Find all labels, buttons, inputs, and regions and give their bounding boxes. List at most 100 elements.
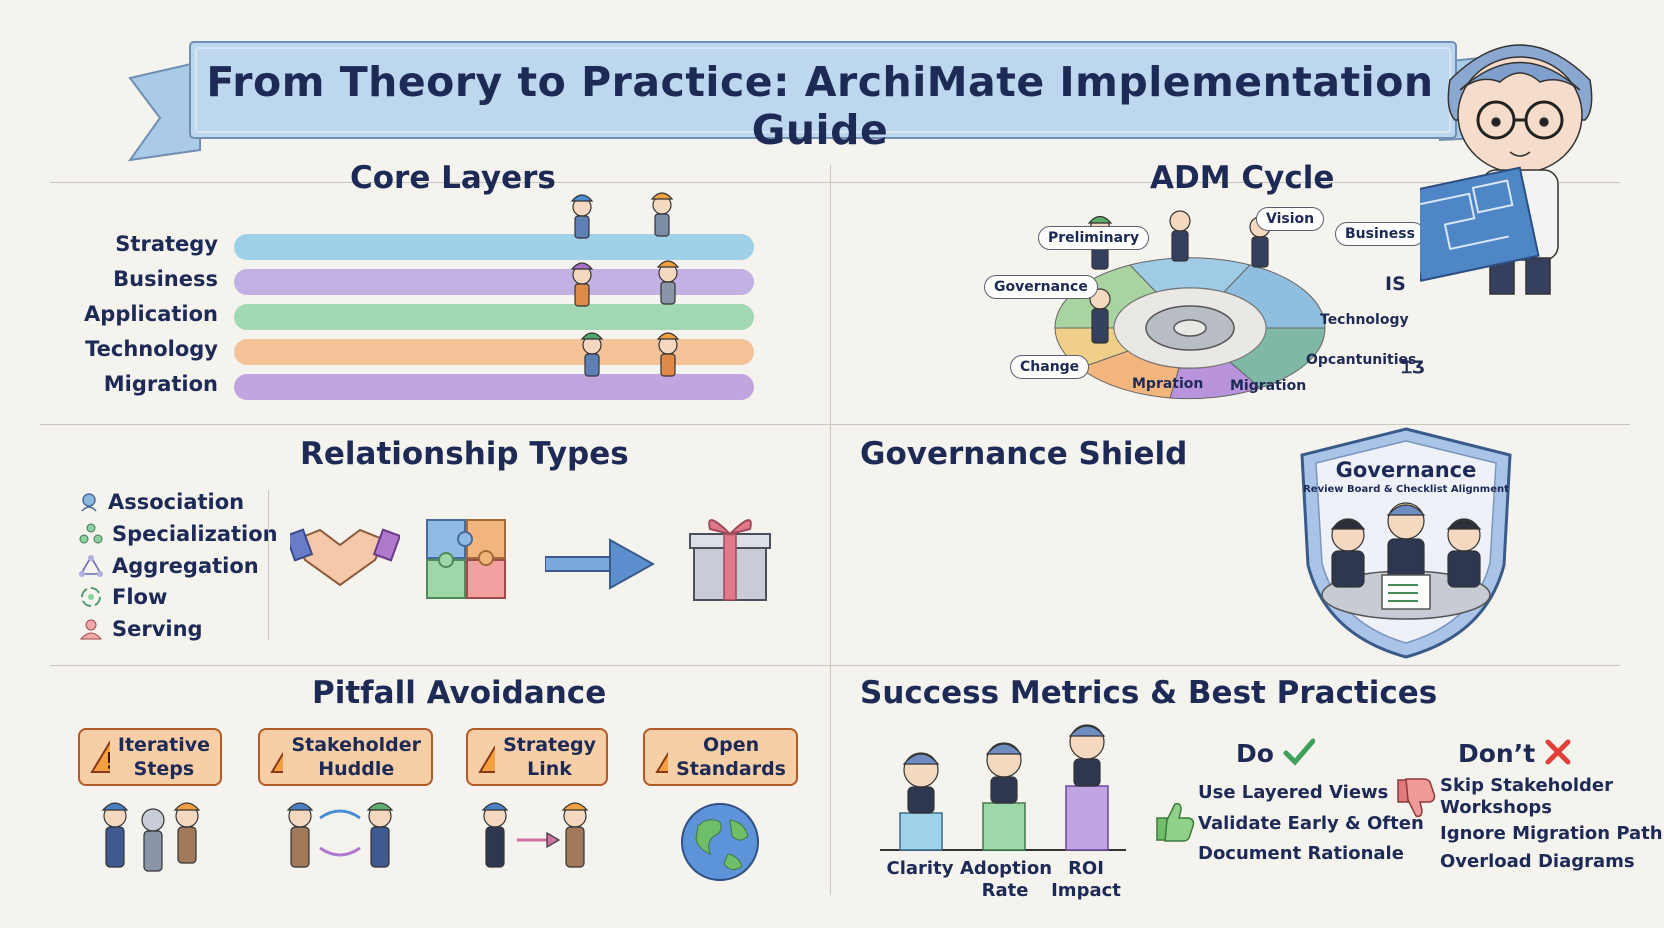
pitfall-line2: Huddle bbox=[318, 758, 395, 780]
handshake-icon bbox=[290, 528, 400, 587]
warning-icon bbox=[478, 744, 496, 773]
layer-band-application bbox=[234, 304, 754, 330]
adm-bubble-change: Change bbox=[1010, 355, 1090, 379]
association-icon bbox=[81, 493, 97, 512]
puzzle-icon bbox=[426, 519, 506, 599]
adm-bubble-business: Business bbox=[1335, 222, 1425, 246]
flow-icon bbox=[81, 587, 101, 607]
layer-workers-illustration bbox=[570, 192, 680, 377]
gift-icon bbox=[689, 519, 771, 601]
metric-line1: Clarity bbox=[886, 858, 954, 879]
shield-title: Governance bbox=[1335, 458, 1477, 482]
do-item: Document Rationale bbox=[1198, 843, 1404, 864]
relationship-label: Aggregation bbox=[112, 554, 259, 578]
metric-bar-clarity bbox=[899, 812, 943, 851]
layer-band-strategy bbox=[234, 234, 754, 260]
adm-stray-b: ꞮƷ bbox=[1402, 358, 1425, 378]
core-layers-heading: Core Layers bbox=[350, 160, 556, 196]
pitfall-illustrations bbox=[101, 802, 759, 881]
relationship-label: Flow bbox=[112, 585, 168, 609]
metric-line2: Impact bbox=[1051, 880, 1121, 901]
pitfall-line1: Strategy bbox=[503, 734, 596, 756]
thumbs-up-icon bbox=[1156, 802, 1195, 842]
checkmark-icon bbox=[1283, 738, 1316, 766]
mascot-architect-illustration bbox=[1420, 44, 1593, 295]
relationship-label: Specialization bbox=[112, 522, 278, 546]
warning-icon bbox=[655, 751, 669, 773]
relationship-types-heading: Relationship Types bbox=[300, 436, 629, 472]
warning-icon bbox=[270, 750, 284, 773]
globe-icon bbox=[681, 803, 759, 881]
metric-bar-adoption bbox=[982, 802, 1026, 851]
serving-icon bbox=[79, 619, 103, 640]
divider-vertical bbox=[830, 165, 831, 895]
adm-bubble-governance: Governance bbox=[984, 275, 1098, 299]
adm-stray-is: IS bbox=[1385, 273, 1406, 295]
metric-line1: Adoption bbox=[960, 858, 1053, 879]
pitfall-line1: Open bbox=[703, 734, 760, 756]
arrow-right-icon bbox=[545, 538, 655, 590]
layer-label-migration: Migration bbox=[103, 372, 218, 396]
metric-bar-roi bbox=[1065, 785, 1109, 851]
aggregation-icon bbox=[79, 555, 103, 577]
adm-cycle-wheel bbox=[1054, 257, 1326, 400]
pitfall-avoidance-heading: Pitfall Avoidance bbox=[312, 675, 607, 711]
relationship-divider bbox=[268, 490, 269, 640]
adm-cycle-heading: ADM Cycle bbox=[1150, 160, 1335, 196]
dont-item: Overload Diagrams bbox=[1440, 851, 1635, 872]
metric-label-clarity: Clarity bbox=[880, 858, 960, 880]
divider-horizontal-low bbox=[50, 665, 1620, 666]
do-item: Use Layered Views bbox=[1198, 782, 1389, 803]
pitfall-line2: Link bbox=[527, 758, 572, 780]
shield-subtitle: Review Board & Checklist Alignment bbox=[1303, 484, 1509, 495]
relationship-label: Association bbox=[108, 490, 245, 514]
adm-segment-migration: Migration bbox=[1230, 378, 1307, 394]
adm-segment-opportunities: Opcantunities bbox=[1306, 352, 1417, 368]
specialization-icon bbox=[79, 523, 103, 544]
gear-icon bbox=[1145, 305, 1235, 351]
layer-label-application: Application bbox=[84, 302, 218, 326]
metrics-podium-chart bbox=[880, 724, 1126, 851]
adm-segment-mpration: Mpration bbox=[1132, 376, 1204, 392]
governance-shield-heading: Governance Shield bbox=[860, 436, 1188, 472]
relationship-label: Serving bbox=[112, 617, 203, 641]
page-title: From Theory to Practice: ArchiMate Imple… bbox=[206, 58, 1434, 154]
metric-line1: ROI bbox=[1068, 858, 1104, 879]
divider-horizontal-top bbox=[50, 182, 1620, 183]
worker-icon bbox=[570, 192, 680, 377]
thumbs-down-icon bbox=[1397, 778, 1436, 818]
relationship-item-association: Association bbox=[78, 490, 244, 514]
pitfall-line2: Standards bbox=[676, 758, 786, 780]
relationship-item-aggregation: Aggregation bbox=[78, 554, 259, 578]
dont-item: Workshops bbox=[1440, 797, 1552, 818]
warning-icon bbox=[90, 740, 110, 773]
do-heading: Do bbox=[1236, 738, 1316, 768]
governance-shield-icon bbox=[1300, 427, 1512, 659]
divider-horizontal-mid bbox=[40, 424, 1630, 425]
adm-segment-technology: Technology bbox=[1320, 312, 1409, 328]
relationship-item-serving: Serving bbox=[78, 617, 203, 641]
pitfall-line1: Stakeholder bbox=[291, 734, 421, 756]
do-item: Validate Early & Often bbox=[1198, 813, 1424, 834]
dont-item: Skip Stakeholder bbox=[1440, 775, 1613, 796]
relationship-item-flow: Flow bbox=[78, 585, 167, 609]
adm-bubble-vision: Vision bbox=[1256, 207, 1325, 231]
dont-heading: Don’t bbox=[1458, 738, 1572, 768]
pitfall-line2: Steps bbox=[133, 758, 195, 780]
dont-heading-label: Don’t bbox=[1458, 739, 1536, 768]
do-heading-label: Do bbox=[1236, 739, 1274, 768]
layer-label-strategy: Strategy bbox=[115, 232, 218, 256]
dont-item: Ignore Migration Path bbox=[1440, 823, 1663, 844]
pitfall-line1: Iterative bbox=[117, 734, 210, 756]
cross-icon bbox=[1545, 739, 1571, 765]
blueprint-icon bbox=[1420, 166, 1540, 282]
adm-bubble-preliminary: Preliminary bbox=[1038, 226, 1150, 250]
layer-label-business: Business bbox=[113, 267, 218, 291]
